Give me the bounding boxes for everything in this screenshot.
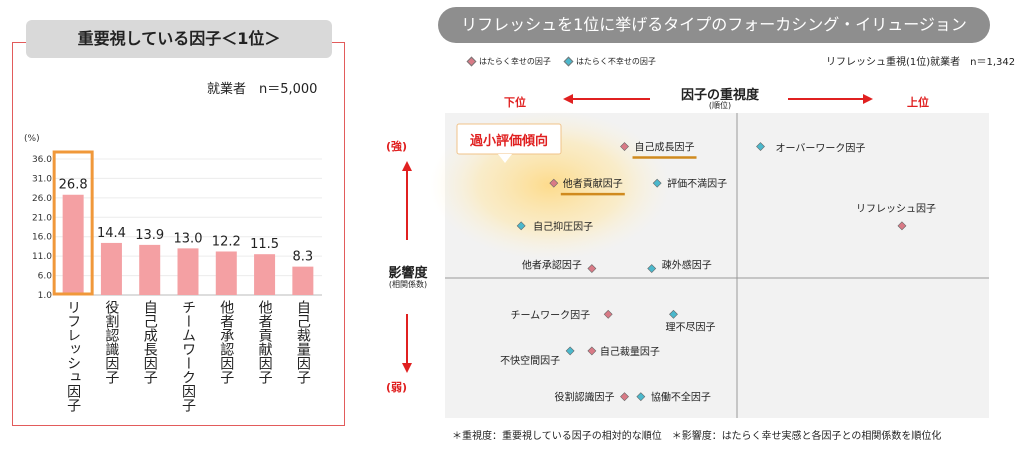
arrow-down-icon [402,363,412,373]
category-label: リフレッシュ因子 [65,300,81,412]
scatter-point-unhappy [669,309,678,319]
scatter-point-happy [603,309,613,319]
scatter-point-unhappy [516,221,526,231]
scatter-point-happy [620,392,629,402]
y-axis-unit: (%) [24,134,40,144]
arrow-left-icon [563,94,573,104]
category-label: チームワーク因子 [180,300,196,412]
x-axis-title: 因子の重視度 [680,88,759,103]
bar-value-label: 14.4 [97,226,126,241]
scatter-point-happy [620,142,629,151]
scatter-point-label: 協働不全因子 [651,391,711,404]
footnote: ＊重視度：重要視している因子の相対的な順位 ＊影響度：はたらく幸せ実感と各因子と… [452,431,942,442]
left-panel-title: 重要視している因子＜1位＞ [26,20,332,58]
scatter-point-unhappy [565,346,575,356]
bar-value-label: 11.5 [250,237,279,252]
scatter-point-label: 疎外感因子 [662,259,712,272]
right-sample-size: リフレッシュ重視(1位)就業者 n＝1,342 [826,57,1016,68]
right-panel-title: リフレッシュを1位に挙げるタイプのフォーカシング・イリュージョン [438,7,990,43]
callout-text: 過小評価傾向 [469,133,548,149]
y-tick-label: 26.0 [32,194,52,204]
scatter-point-unhappy [756,142,765,151]
bar-value-label: 13.9 [135,228,164,243]
y-tick-label: 1.0 [38,291,53,301]
scatter-point-label: 他者貢献因子 [563,177,623,190]
x-axis-high-label: 上位 [907,96,929,109]
bar-value-label: 8.3 [293,250,314,265]
callout-pointer [498,154,512,163]
scatter-point-happy [897,221,907,231]
scatter-point-label: リフレッシュ因子 [856,203,936,215]
scatter-point-happy [587,264,597,273]
scatter-point-label: 自己成長因子 [635,141,695,154]
bar [292,266,314,295]
y-tick-label: 36.0 [32,155,52,165]
bar [177,248,199,295]
x-axis-low-label: 下位 [504,96,526,109]
y-axis-low-label: (弱) [386,381,408,394]
bar [100,242,122,295]
scatter-point-label: 不快空間因子 [500,354,560,367]
y-axis-high-label: (強) [386,140,408,153]
scatter-point-unhappy [636,392,646,402]
scatter-point-label: チームワーク因子 [510,309,590,321]
y-tick-label: 31.0 [32,174,52,184]
bar [215,251,237,295]
y-tick-label: 21.0 [32,213,52,223]
y-tick-label: 6.0 [38,272,53,282]
scatter-point-unhappy [652,178,662,188]
scatter-point-label: 評価不満因子 [667,177,727,190]
y-axis-title: 影響度 [388,266,428,281]
arrow-right-icon [863,94,873,104]
y-tick-label: 11.0 [32,252,52,262]
legend-unhappy: はたらく不幸せの因子 [563,56,656,67]
scatter-point-label: 自己裁量因子 [600,345,660,358]
y-axis-subtitle: (相関係数) [388,280,428,289]
arrow-up-icon [402,161,412,171]
bar [139,244,161,295]
scatter-point-label: 理不尽因子 [665,321,715,333]
category-label: 他者承認因子 [218,300,234,384]
scatter-point-label: 役割認識因子 [555,391,615,404]
highlight-box [52,150,94,296]
category-label: 自己成長因子 [142,300,158,384]
scatter-point-label: オーバーワーク因子 [776,143,866,155]
scatter-point-happy [549,178,559,188]
scatter-point-label: 他者承認因子 [522,259,582,272]
bar-chart: (%) 36.0 31.0 26.0 21.0 16.0 11.0 6.0 1.0 26.8 リフレ… [24,134,322,412]
bar-value-label: 26.8 [59,178,88,193]
bar-chart-marks: (%) 36.0 31.0 26.0 21.0 16.0 11.0 6.0 1.0 26.8 リフレ… [24,134,322,412]
category-label: 他者貢献因子 [257,300,273,384]
x-axis-subtitle: (順位) [708,101,732,110]
category-label: 役割認識因子 [103,300,119,384]
bar [62,194,84,295]
bar-value-label: 13.0 [174,231,203,246]
category-label: 自己裁量因子 [295,300,311,384]
bar [254,254,276,295]
legend-happy-label: はたらく幸せの因子 [479,57,551,66]
y-tick-label: 16.0 [32,233,52,243]
scatter-point-happy [587,346,597,356]
scatter-point-unhappy [647,264,657,273]
legend-happy: はたらく幸せの因子 [466,56,551,67]
left-sample-size: 就業者 n＝5,000 [207,82,318,97]
scatter-point-label: 自己抑圧因子 [533,220,593,233]
legend-unhappy-label: はたらく不幸せの因子 [576,57,656,66]
bar-value-label: 12.2 [212,234,241,249]
